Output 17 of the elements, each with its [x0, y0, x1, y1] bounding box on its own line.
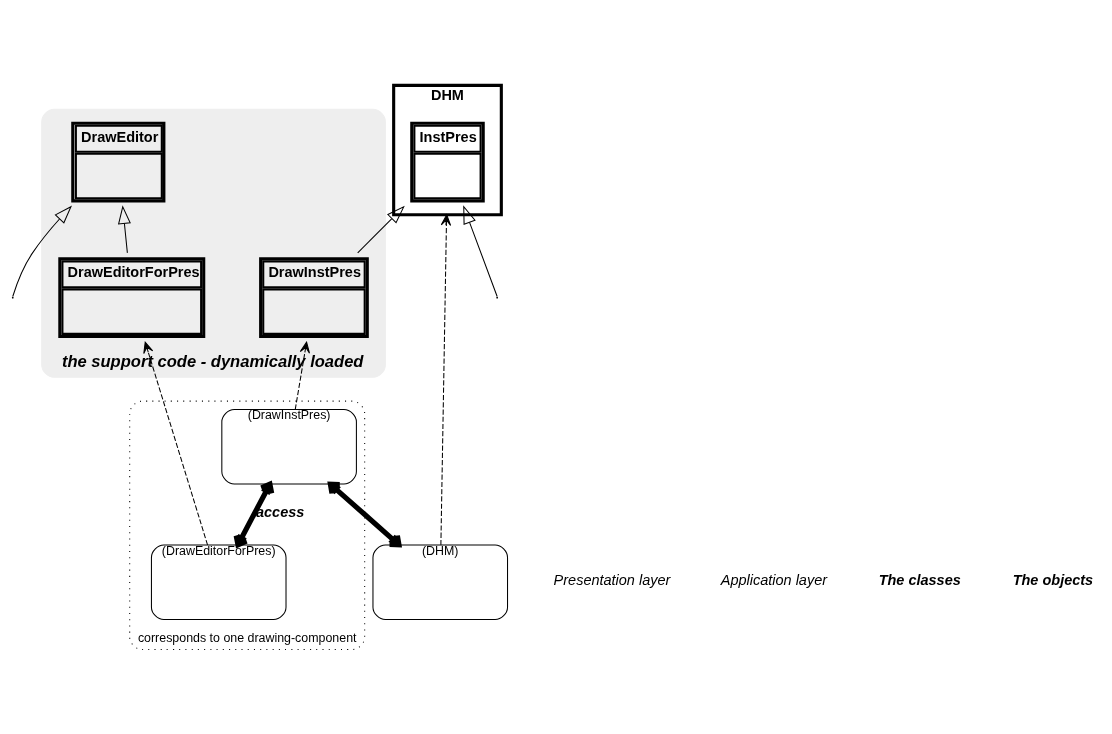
arrow	[294, 341, 310, 410]
arrow	[233, 481, 275, 547]
arrow	[117, 204, 131, 253]
arrow	[12, 205, 73, 297]
edge-label: access	[255, 503, 305, 520]
arrow	[463, 204, 498, 297]
label: The objects	[1012, 571, 1094, 588]
label: Application layer	[720, 571, 828, 588]
arrow	[440, 213, 452, 545]
arrow	[327, 481, 402, 547]
label: Presentation layer	[553, 571, 671, 588]
node-box: (DrawInstPres)	[221, 408, 357, 484]
arrow	[143, 341, 209, 545]
arrow	[357, 205, 405, 253]
node-box: (DHM)	[372, 544, 509, 620]
label: The classes	[878, 571, 961, 588]
node-box: (DrawEditorForPres)	[150, 544, 287, 620]
